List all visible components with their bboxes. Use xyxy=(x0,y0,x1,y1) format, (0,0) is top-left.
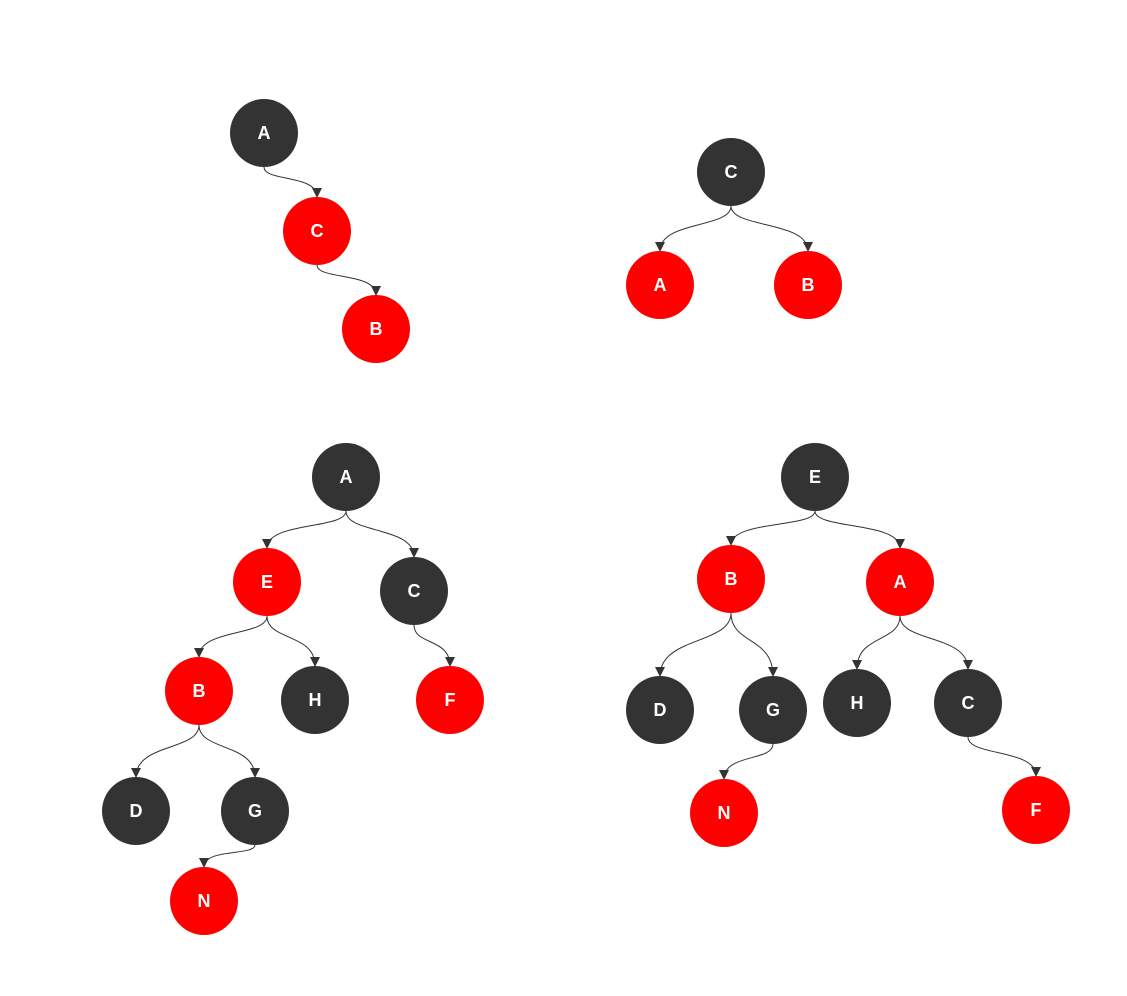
node-label-t4-c: C xyxy=(962,693,975,713)
node-label-t3-d: D xyxy=(130,801,143,821)
node-label-t3-f: F xyxy=(445,690,456,710)
node-label-t4-g: G xyxy=(766,700,780,720)
node-t4-a: A xyxy=(866,548,934,616)
node-t4-b: B xyxy=(697,545,765,613)
tree-3: A E C B H F D G N xyxy=(102,443,484,935)
edge-t4-b-to-t4-g xyxy=(730,612,778,677)
node-label-t3-h: H xyxy=(309,690,322,710)
edge-t3-e-to-t3-h xyxy=(266,615,320,667)
edge-t3-b-to-t3-g xyxy=(198,724,260,778)
node-t4-d: D xyxy=(626,676,694,744)
node-circle-t4-e xyxy=(781,443,849,511)
node-t3-g: G xyxy=(221,777,289,845)
edge-t3-g-to-t3-n xyxy=(199,844,256,868)
node-circle-t2-a xyxy=(626,251,694,319)
node-circle-t2-b xyxy=(774,251,842,319)
node-circle-t4-f xyxy=(1002,776,1070,844)
node-label-t3-a: A xyxy=(340,467,353,487)
node-label-t3-g: G xyxy=(248,801,262,821)
edge-t2-c-to-t2-a xyxy=(655,205,732,252)
edge-t1-c-to-t1-b xyxy=(316,264,381,296)
node-circle-t1-a xyxy=(230,99,298,167)
edge-t3-e-to-t3-b xyxy=(194,615,268,658)
node-label-t2-c: C xyxy=(725,162,738,182)
node-label-t1-c: C xyxy=(311,221,324,241)
node-t4-g: G xyxy=(739,676,807,744)
node-label-t2-a: A xyxy=(654,275,667,295)
node-label-t4-e: E xyxy=(809,467,821,487)
node-circle-t4-a xyxy=(866,548,934,616)
node-t4-c: C xyxy=(934,669,1002,737)
node-t1-a: A xyxy=(230,99,298,167)
edge-t1-a-to-t1-c xyxy=(263,166,322,198)
node-t1-b: B xyxy=(342,295,410,363)
node-label-t3-c: C xyxy=(408,581,421,601)
node-t3-b: B xyxy=(165,657,233,725)
node-label-t3-n: N xyxy=(198,891,211,911)
node-t4-n: N xyxy=(690,779,758,847)
node-t3-c: C xyxy=(380,557,448,625)
node-circle-t4-d xyxy=(626,676,694,744)
nodes-layer: A C B C A B A E C B H F D G N E B A D G H C N F xyxy=(102,99,1070,935)
node-circle-t4-g xyxy=(739,676,807,744)
node-circle-t4-c xyxy=(934,669,1002,737)
node-circle-t2-c xyxy=(697,138,765,206)
tree-2: C A B xyxy=(626,138,842,319)
node-circle-t3-c xyxy=(380,557,448,625)
tree-1: A C B xyxy=(230,99,410,363)
node-t2-b: B xyxy=(774,251,842,319)
node-label-t4-a: A xyxy=(894,572,907,592)
node-circle-t3-h xyxy=(281,666,349,734)
node-t4-e: E xyxy=(781,443,849,511)
node-label-t4-f: F xyxy=(1031,800,1042,820)
node-label-t3-e: E xyxy=(261,572,273,592)
edge-t4-c-to-t4-f xyxy=(967,736,1041,777)
node-label-t4-n: N xyxy=(718,803,731,823)
edge-t4-b-to-t4-d xyxy=(655,612,732,677)
node-t3-h: H xyxy=(281,666,349,734)
node-t3-n: N xyxy=(170,867,238,935)
node-circle-t1-c xyxy=(283,197,351,265)
edge-t3-a-to-t3-c xyxy=(345,510,419,558)
node-circle-t4-h xyxy=(823,669,891,737)
edge-t3-c-to-t3-f xyxy=(413,624,455,667)
edges-layer xyxy=(131,166,1041,868)
node-t3-d: D xyxy=(102,777,170,845)
node-label-t1-b: B xyxy=(370,319,383,339)
node-t4-h: H xyxy=(823,669,891,737)
edge-t2-c-to-t2-b xyxy=(730,205,813,252)
edge-t3-a-to-t3-e xyxy=(262,510,347,549)
node-label-t2-b: B xyxy=(802,275,815,295)
node-t3-e: E xyxy=(233,548,301,616)
node-label-t4-b: B xyxy=(725,569,738,589)
node-circle-t3-e xyxy=(233,548,301,616)
edge-t4-a-to-t4-h xyxy=(852,615,901,670)
node-circle-t3-g xyxy=(221,777,289,845)
node-circle-t3-b xyxy=(165,657,233,725)
node-label-t4-h: H xyxy=(851,693,864,713)
edge-t4-e-to-t4-a xyxy=(814,510,905,549)
node-t3-f: F xyxy=(416,666,484,734)
edge-t4-e-to-t4-b xyxy=(726,510,816,546)
node-circle-t3-n xyxy=(170,867,238,935)
node-t2-c: C xyxy=(697,138,765,206)
edge-t4-a-to-t4-c xyxy=(899,615,973,670)
node-circle-t4-n xyxy=(690,779,758,847)
node-t2-a: A xyxy=(626,251,694,319)
node-circle-t4-b xyxy=(697,545,765,613)
node-circle-t1-b xyxy=(342,295,410,363)
node-label-t3-b: B xyxy=(193,681,206,701)
node-circle-t3-a xyxy=(312,443,380,511)
node-label-t4-d: D xyxy=(654,700,667,720)
edge-t4-g-to-t4-n xyxy=(719,743,774,780)
node-t3-a: A xyxy=(312,443,380,511)
edge-t3-b-to-t3-d xyxy=(131,724,200,778)
node-circle-t3-d xyxy=(102,777,170,845)
node-label-t1-a: A xyxy=(258,123,271,143)
node-t1-c: C xyxy=(283,197,351,265)
node-circle-t3-f xyxy=(416,666,484,734)
tree-4: E B A D G H C N F xyxy=(626,443,1070,847)
node-t4-f: F xyxy=(1002,776,1070,844)
